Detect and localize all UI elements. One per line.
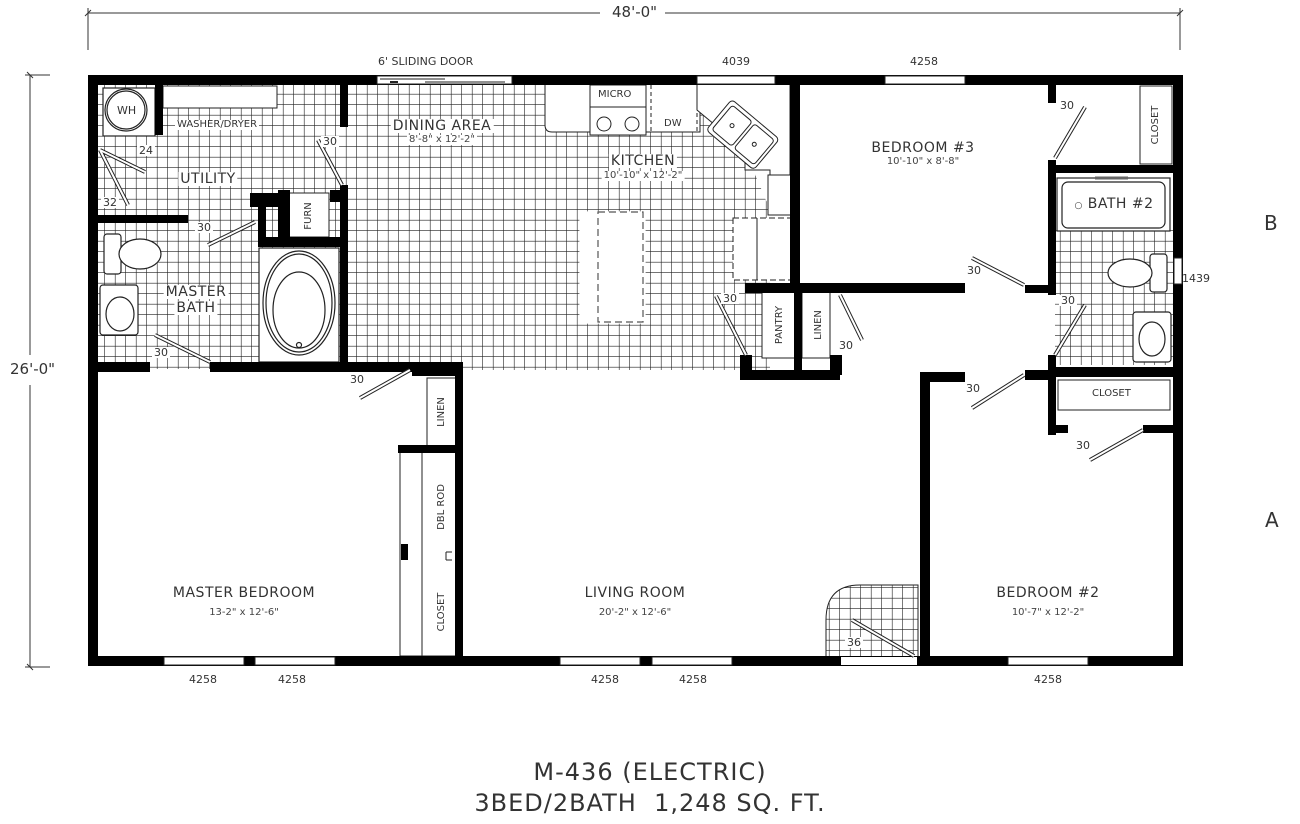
grid-marker-b: B [1264,211,1278,235]
toilet-icon-master [103,233,162,275]
tile-floor [98,84,1173,659]
overall-depth-dimension [25,71,50,671]
overall-width-label: 48'-0" [610,3,660,21]
room-bedroom2-size: 10'-7" x 12'-2" [1011,607,1085,618]
door-swings-inner [99,106,1144,657]
kitchen-sink-icon [707,100,779,169]
door-width-bath2-30: 30 [1059,294,1077,307]
closets [399,85,1173,657]
room-master-bath-line1: MASTER [163,284,229,300]
room-utility-name: UTILITY [178,171,238,187]
furnace [288,192,330,238]
door-width-mbed-30: 30 [350,373,364,386]
room-kitchen-name: KITCHEN [608,153,678,169]
sink-icon-master [99,284,139,336]
microwave-label: MICRO [598,89,632,100]
washer-dryer-label: WASHER/DRYER [175,119,260,130]
closet-master-label: CLOSET [436,592,447,632]
toilet-icon-bath2 [1107,253,1168,293]
room-master-bedroom-size: 13-2" x 12'-6" [209,607,279,618]
room-bedroom2-name: BEDROOM #2 [996,585,1100,601]
washer-dryer [162,85,278,109]
plan-model-title: M-436 (ELECTRIC) [533,758,767,786]
plan-summary: 3BED/2BATH 1,248 SQ. FT. [474,789,826,817]
room-dining-size: 8'-8" x 12'-2" [406,134,478,145]
dbl-rod-label: DBL ROD [436,484,447,530]
window-bath2: 1439 [1182,272,1210,285]
window-living-2: 4258 [679,673,707,686]
sink-icon-bath2 [1132,311,1172,363]
overall-depth-label: 26'-0" [8,360,58,378]
room-bath2-label: BATH #2 [1087,196,1154,212]
wall-openings [163,75,1183,666]
drain-icon: ○ [1074,201,1083,211]
door-width-util-30: 30 [321,135,339,148]
bathtub-icon-bath2 [1056,176,1171,232]
closet-bed2-label: CLOSET [1092,388,1131,399]
door-width-mbath-30b: 30 [152,346,170,359]
window-bedroom2: 4258 [1034,673,1062,686]
window-master-2: 4258 [278,673,306,686]
grid-marker-a: A [1265,508,1279,532]
furnace-label: FURN [303,202,314,230]
dishwasher [650,85,698,132]
closet-bed3-label: CLOSET [1150,105,1161,145]
dishwasher-label: DW [664,118,682,129]
room-bedroom3-name: BEDROOM #3 [871,140,975,156]
overall-width-dimension [84,8,1184,50]
room-master-bath-line2: BATH [174,300,218,316]
room-bath2-name: ○ BATH #2 [1074,197,1153,211]
microwave-range [589,84,647,136]
closet-door-pull [401,544,408,560]
door-width-mbath-30a: 30 [195,221,213,234]
sliding-door-label: 6' SLIDING DOOR [378,55,474,68]
door-width-entry-36: 36 [845,636,863,649]
garden-tub-icon [258,247,340,363]
water-heater-label: WH [117,104,137,117]
sliding-door-icon [380,78,505,83]
room-dining-name: DINING AREA [390,118,494,134]
door-width-linen-30: 30 [839,339,853,352]
window-bedroom3: 4258 [910,55,938,68]
room-living-size: 20'-2" x 12'-6" [598,607,672,618]
room-living-name: LIVING ROOM [584,585,686,601]
door-width-bed3-30: 30 [967,264,981,277]
pantry-label: PANTRY [774,305,785,345]
door-width-util-24: 24 [137,144,155,157]
room-bedroom3-size: 10'-10" x 8'-8" [886,156,960,167]
door-width-pantry-30: 30 [721,292,739,305]
kitchen-island [579,211,646,324]
interior-walls [98,85,1173,657]
room-master-bedroom-name: MASTER BEDROOM [172,585,316,601]
linen-hall-label: LINEN [813,310,824,340]
window-master-1: 4258 [189,673,217,686]
room-kitchen-size: 10'-10" x 12'-2" [601,170,685,181]
door-width-bed2-closet-30: 30 [1076,439,1090,452]
door-width-bed3-closet-30: 30 [1060,99,1074,112]
water-heater-icon [102,87,156,137]
window-living-1: 4258 [591,673,619,686]
door-width-bed2-30: 30 [966,382,980,395]
door-width-util-32: 32 [101,196,119,209]
linen-master-label: LINEN [436,397,447,427]
window-kitchen: 4039 [722,55,750,68]
